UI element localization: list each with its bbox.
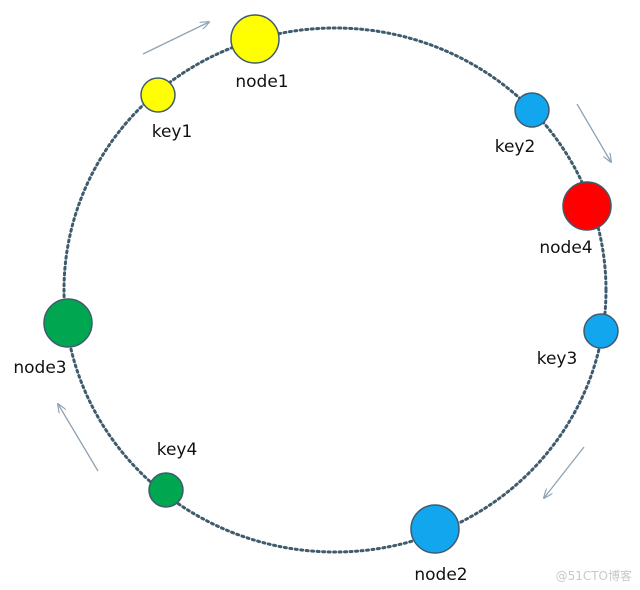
key1-label: key1 — [152, 122, 193, 142]
key1-circle — [140, 77, 176, 113]
key3-label: key3 — [537, 349, 578, 369]
node2-circle — [410, 504, 460, 554]
clockwise-arrow-top — [142, 22, 209, 55]
node3-circle — [43, 298, 93, 348]
clockwise-arrow-right-bottom — [544, 446, 585, 498]
clockwise-arrow-left — [58, 404, 99, 472]
node2-label: node2 — [414, 565, 467, 585]
hash-ring — [62, 26, 608, 554]
node1-label: node1 — [235, 72, 288, 92]
key4-label: key4 — [157, 440, 198, 460]
key2-circle — [514, 92, 550, 128]
node4-label: node4 — [539, 238, 592, 258]
clockwise-arrow-right-top — [576, 103, 611, 162]
key4-circle — [148, 472, 184, 508]
key2-label: key2 — [495, 137, 536, 157]
key3-circle — [583, 313, 619, 349]
node4-circle — [562, 181, 612, 231]
node1-circle — [230, 14, 280, 64]
node3-label: node3 — [13, 358, 66, 378]
watermark: @51CTO博客 — [556, 568, 632, 583]
